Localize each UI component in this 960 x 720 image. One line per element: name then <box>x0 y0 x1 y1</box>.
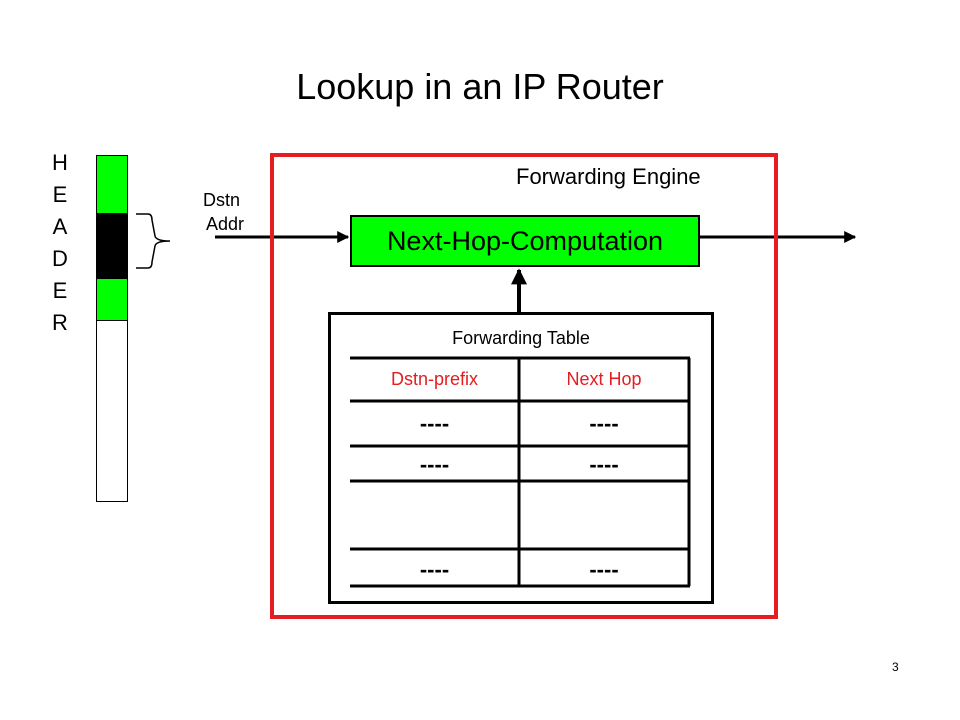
brace-icon <box>136 213 171 269</box>
header-letter: A <box>52 214 68 239</box>
next-hop-computation-box: Next-Hop-Computation <box>350 215 700 267</box>
destination-address-label-line2: Addr <box>206 214 245 234</box>
header-letter: D <box>52 246 68 271</box>
header-letter: H <box>52 150 68 175</box>
forwarding-engine-label: Forwarding Engine <box>516 164 701 189</box>
header-letter: E <box>52 278 68 303</box>
forwarding-engine-box <box>270 153 778 619</box>
header-field-upper <box>96 155 128 214</box>
header-field-destination <box>96 213 128 279</box>
destination-address-label: Dstn Addr <box>203 188 244 236</box>
column-header-dstn-prefix: Dstn-prefix <box>390 369 479 389</box>
table-cell: ---- <box>589 411 619 436</box>
table-cell: ---- <box>419 452 450 477</box>
forwarding-table-box <box>328 312 714 604</box>
table-cell: ---- <box>419 411 450 436</box>
forwarding-table-title: Forwarding Table <box>452 328 590 348</box>
header-letter: E <box>52 182 68 207</box>
packet-body <box>96 320 128 502</box>
table-cell: ---- <box>419 557 450 582</box>
header-field-lower <box>96 278 128 321</box>
destination-address-label-line1: Dstn <box>203 190 241 210</box>
header-letter: R <box>52 310 68 335</box>
table-cell: ---- <box>589 452 619 477</box>
column-header-next-hop: Next Hop <box>566 369 642 389</box>
slide-title: Lookup in an IP Router <box>296 66 664 107</box>
page-number: 3 <box>892 660 899 674</box>
table-cell: ---- <box>589 557 619 582</box>
